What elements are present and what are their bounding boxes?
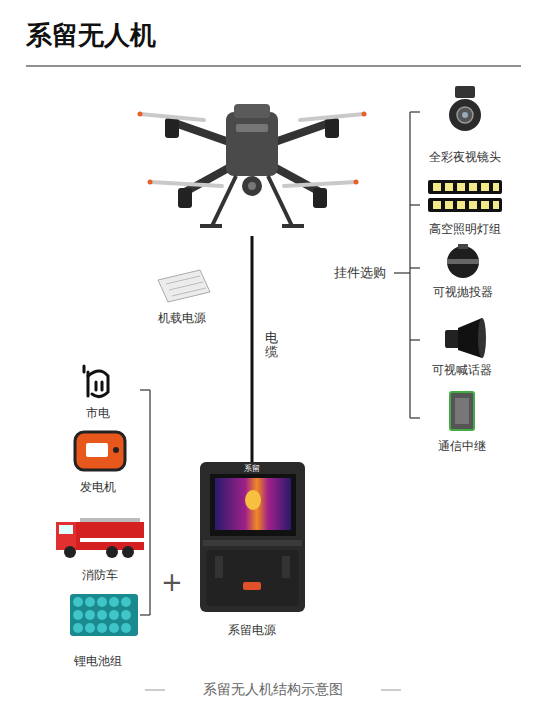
item-label: 市电 bbox=[86, 406, 110, 420]
plus-sign: + bbox=[161, 567, 183, 597]
item-label: 全彩夜视镜头 bbox=[429, 150, 501, 164]
firetruck-icon bbox=[56, 518, 144, 558]
relay-icon bbox=[450, 392, 474, 430]
onboard-power-icon bbox=[158, 270, 210, 302]
item-label: 锂电池组 bbox=[74, 654, 122, 668]
item-label: 可视抛投器 bbox=[433, 285, 493, 299]
accessory-bracket bbox=[394, 112, 420, 418]
item-label: 通信中继 bbox=[438, 439, 486, 453]
item-name: 消防车 bbox=[82, 568, 118, 582]
item-name: 可视喊话器 bbox=[432, 363, 492, 377]
item-name: 系留电源 bbox=[228, 623, 276, 637]
item-label: 可视喊话器 bbox=[432, 363, 492, 377]
light-icon bbox=[428, 180, 502, 212]
cable bbox=[251, 236, 254, 462]
caption: 系留无人机结构示意图 bbox=[203, 681, 343, 699]
case-brand: 系留 bbox=[244, 463, 260, 474]
item-label: 消防车 bbox=[82, 568, 118, 582]
group-label: 挂件选购 bbox=[334, 264, 386, 282]
item-name: 高空照明灯组 bbox=[429, 222, 501, 236]
item-name: 锂电池组 bbox=[74, 654, 122, 668]
drone bbox=[138, 104, 367, 226]
title: 系留无人机 bbox=[26, 18, 156, 53]
item-label: 系留电源 bbox=[228, 623, 276, 637]
thrower-icon bbox=[447, 244, 479, 278]
item-label: 机载电源 bbox=[158, 311, 206, 325]
item-name: 市电 bbox=[86, 406, 110, 420]
item-name: 机载电源 bbox=[158, 311, 206, 325]
generator-icon bbox=[75, 432, 125, 470]
item-label: 高空照明灯组 bbox=[429, 222, 501, 236]
item-name: 可视抛投器 bbox=[433, 285, 493, 299]
cable-label: 电缆 bbox=[265, 331, 278, 360]
item-name: 发电机 bbox=[80, 480, 116, 494]
item-name: 通信中继 bbox=[438, 439, 486, 453]
plug-icon bbox=[84, 366, 108, 397]
speaker-icon bbox=[445, 318, 486, 358]
battery-icon bbox=[70, 594, 138, 636]
item-name: 全彩夜视镜头 bbox=[429, 150, 501, 164]
tether-power-case bbox=[200, 462, 305, 612]
item-label: 发电机 bbox=[80, 480, 116, 494]
camera-icon bbox=[449, 86, 481, 131]
power-bracket bbox=[140, 390, 150, 615]
